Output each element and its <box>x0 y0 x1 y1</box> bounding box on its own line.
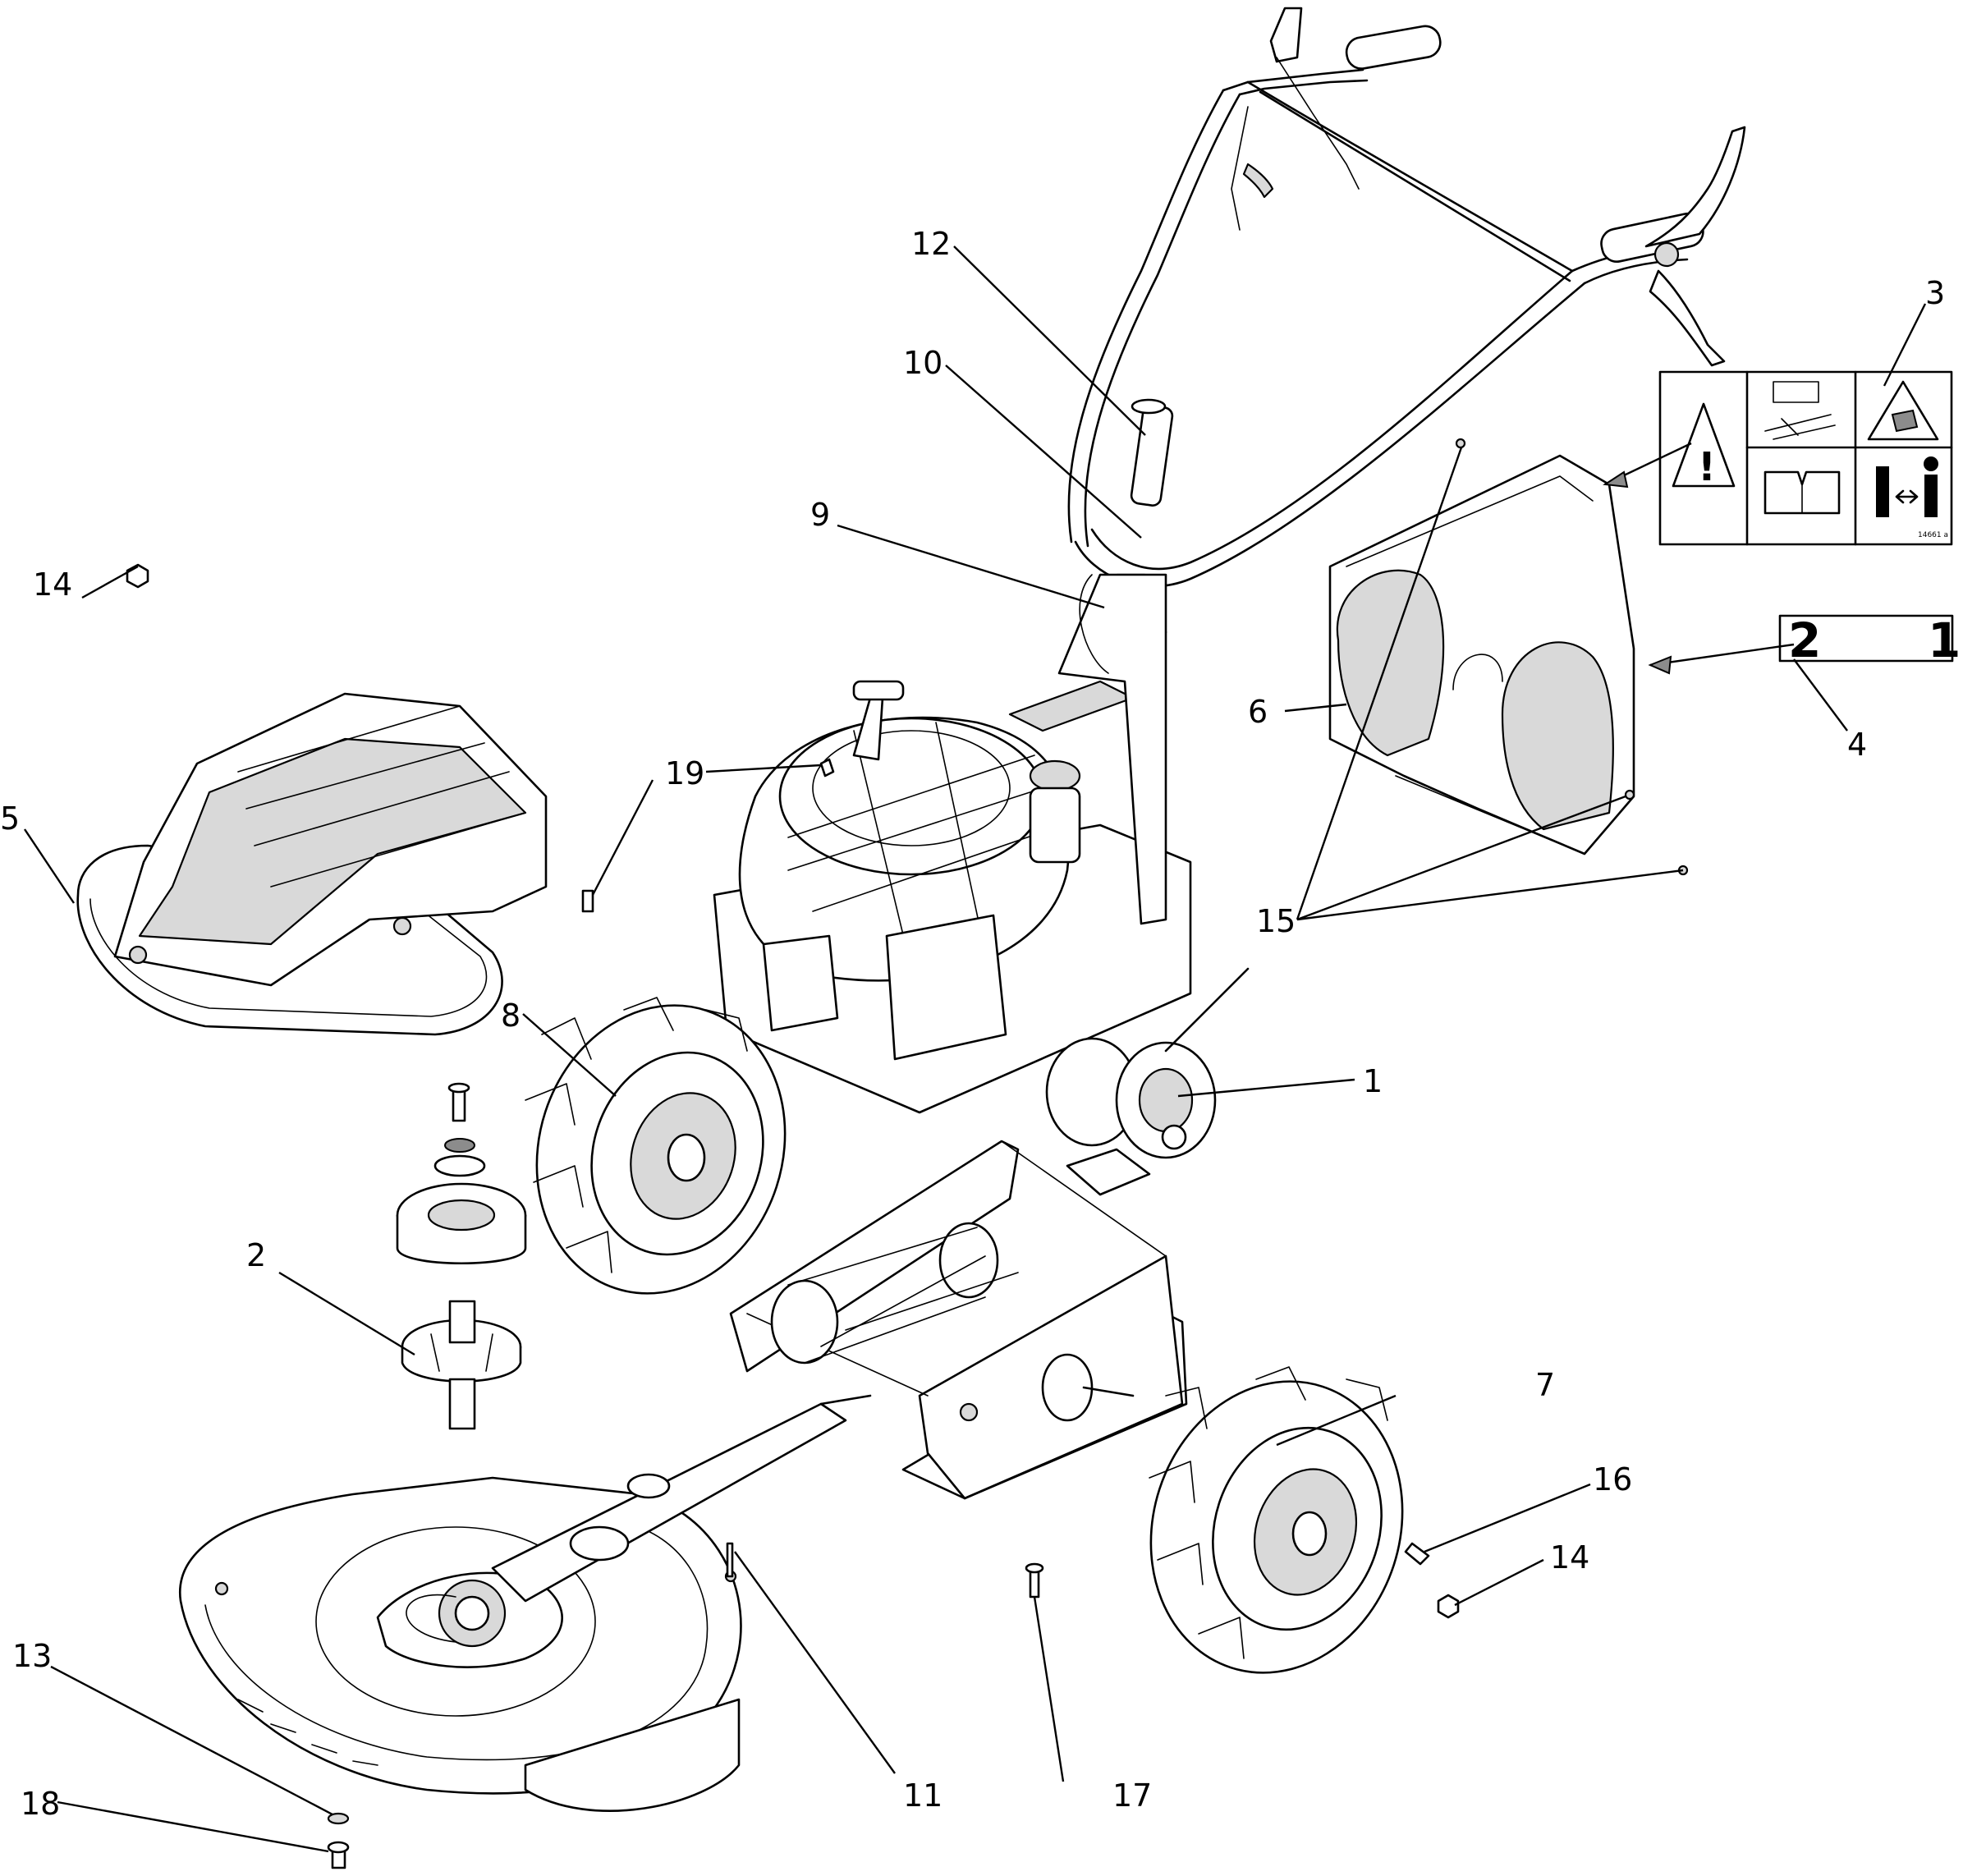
callout-1: 1 <box>1363 1063 1383 1099</box>
engine-shroud <box>1328 454 1635 855</box>
callout-6: 6 <box>1248 694 1268 730</box>
callout-7: 7 <box>1535 1367 1555 1403</box>
callout-10: 10 <box>903 345 943 381</box>
svg-text:!: ! <box>1698 444 1716 490</box>
callout-2: 2 <box>246 1237 266 1273</box>
speed-decal: 2 1 <box>1778 612 1961 668</box>
wheel-right <box>1149 1366 1404 1674</box>
transaxle <box>1045 967 1250 1196</box>
callout-16: 16 <box>1593 1461 1632 1498</box>
callout-12: 12 <box>911 226 951 262</box>
callout-5: 5 <box>0 800 20 837</box>
engine <box>713 573 1192 1114</box>
callout-3: 3 <box>1925 275 1945 311</box>
callout-14-top: 14 <box>33 566 72 603</box>
leader-lines <box>24 245 1927 1853</box>
callout-18: 18 <box>21 1786 60 1822</box>
callout-17: 17 <box>1112 1777 1152 1814</box>
manual-book-icon <box>1763 470 1841 515</box>
speed-decal-right: 1 <box>1928 612 1961 668</box>
callout-4: 4 <box>1847 727 1867 763</box>
chain-case <box>729 1140 1188 1500</box>
belt-cover <box>76 692 548 1036</box>
callout-14-right: 14 <box>1550 1539 1589 1576</box>
keep-distance-icon: 14661 a <box>1876 456 1948 539</box>
parts-diagram-icon <box>1764 381 1836 440</box>
hardware <box>126 438 1689 1869</box>
mower-deck <box>178 1394 872 1812</box>
callout-11: 11 <box>903 1777 943 1814</box>
blade-hazard-icon <box>1867 380 1939 441</box>
wheel-left <box>525 997 787 1295</box>
blade-spindle <box>396 1082 527 1430</box>
speed-decal-left: 2 <box>1788 612 1821 668</box>
callout-19: 19 <box>665 755 704 791</box>
callout-15: 15 <box>1256 903 1296 939</box>
warning-decal-code: 14661 a <box>1918 531 1948 539</box>
callout-8: 8 <box>501 998 521 1034</box>
warning-decal: ! 14661 a <box>1658 370 1953 546</box>
callout-labels: 1 2 3 4 5 6 7 8 9 10 11 12 13 14 14 15 1… <box>0 226 1945 1822</box>
callout-9: 9 <box>810 497 830 533</box>
callout-13: 13 <box>12 1638 52 1674</box>
